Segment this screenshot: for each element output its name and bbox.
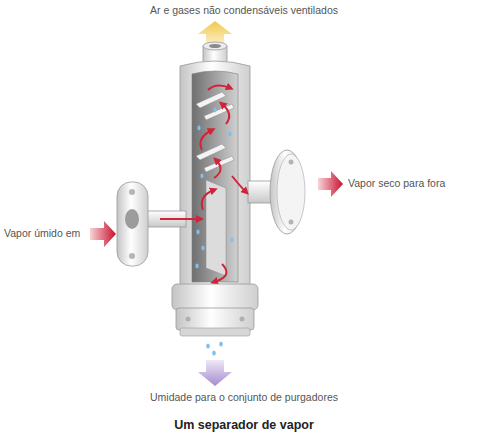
flow-label: Ar e gases não condensáveis ventilados — [150, 4, 338, 17]
flow-label: Umidade para o conjunto de purgadores — [150, 391, 338, 404]
flow-label: Vapor úmido em — [4, 227, 80, 240]
caption: Um separador de vapor — [174, 418, 314, 433]
flow-label: Vapor seco para fora — [348, 177, 445, 190]
